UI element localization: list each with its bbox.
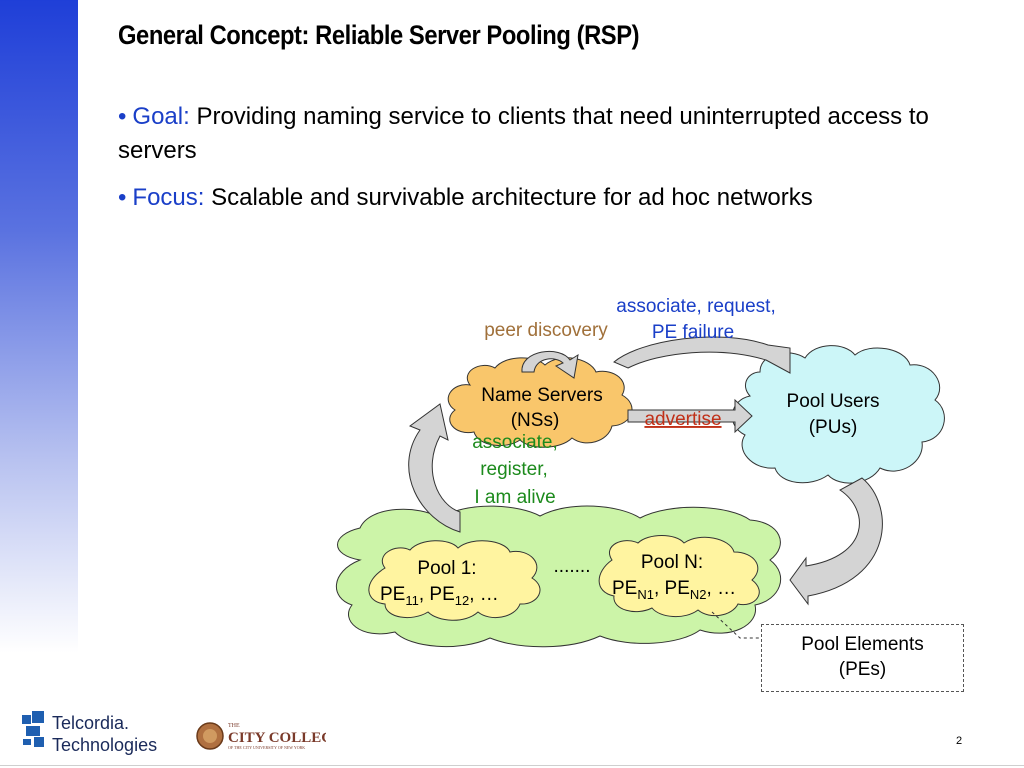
college-the: THE xyxy=(228,723,240,729)
bullet-dot: • xyxy=(118,184,127,211)
bullet-text-goal: Providing naming service to clients that… xyxy=(118,103,929,164)
poolN-label-1: Pool N: xyxy=(641,552,703,573)
bullet-focus: •Focus: Scalable and survivable architec… xyxy=(118,181,978,215)
pool1-pe-a: PE xyxy=(380,584,405,605)
peer-discovery-arrow xyxy=(521,351,579,379)
bullet-keyword-focus: Focus: xyxy=(132,184,205,211)
bullet-dot: • xyxy=(118,103,127,130)
request-label-2: PE failure xyxy=(652,322,734,343)
advertise-label: advertise xyxy=(644,409,721,430)
pool-users-cloud xyxy=(731,345,945,484)
telcordia-mark-icon xyxy=(22,711,44,747)
bullet-goal: •Goal: Providing naming service to clien… xyxy=(118,100,978,168)
poolN-sub1: N1 xyxy=(637,587,654,602)
telcordia-text-1: Telcordia. xyxy=(52,713,129,733)
pu-to-pool-arrow xyxy=(789,477,883,606)
advertise-arrow xyxy=(627,398,753,434)
pool-users-label-2: (PUs) xyxy=(809,417,858,438)
request-label-1: associate, request, xyxy=(616,296,775,317)
name-servers-label-2: (NSs) xyxy=(511,410,560,431)
register-label-1: associate, xyxy=(472,432,558,453)
pe-leader-line xyxy=(711,611,762,639)
pool1-cloud xyxy=(368,540,541,621)
pool1-label-1: Pool 1: xyxy=(417,558,476,579)
telcordia-logo: Telcordia. Technologies xyxy=(22,711,157,755)
peer-discovery-label: peer discovery xyxy=(484,320,608,341)
poolN-pe-a: PE xyxy=(612,578,637,599)
pool1-tail: , … xyxy=(469,584,499,605)
pool-users-label-1: Pool Users xyxy=(787,391,880,412)
pool-ellipsis: ....... xyxy=(554,556,591,577)
request-arrow xyxy=(613,336,791,374)
college-name: CITY COLLEGE xyxy=(228,730,326,746)
bullet-keyword-goal: Goal: xyxy=(132,103,190,130)
register-label-2: register, xyxy=(480,459,548,480)
poolN-sub2: N2 xyxy=(690,587,707,602)
poolN-cloud xyxy=(598,535,760,617)
pool1-sub1: 11 xyxy=(405,593,419,608)
slide-title: General Concept: Reliable Server Pooling… xyxy=(118,20,640,50)
sidebar-gradient xyxy=(0,0,78,768)
pool-elements-box: Pool Elements (PEs) xyxy=(761,624,964,692)
college-sub: OF THE CITY UNIVERSITY OF NEW YORK xyxy=(228,745,305,750)
pool-elements-label-2: (PEs) xyxy=(838,659,887,680)
poolN-tail: , … xyxy=(707,578,737,599)
telcordia-text-2: Technologies xyxy=(52,735,157,755)
register-arrow xyxy=(408,403,461,533)
pool-elements-label-1: Pool Elements xyxy=(801,634,924,655)
pool1-sep: , PE xyxy=(419,584,455,605)
pool1-sub2: 12 xyxy=(455,593,469,608)
register-label-3: I am alive xyxy=(474,487,555,508)
city-college-logo: THE CITY COLLEGE OF THE CITY UNIVERSITY … xyxy=(196,722,326,750)
pool1-label-2: PE11, PE12, … xyxy=(380,584,499,608)
name-servers-label-1: Name Servers xyxy=(481,385,602,406)
bullet-text-focus: Scalable and survivable architecture for… xyxy=(204,184,813,211)
poolN-sep: , PE xyxy=(654,578,690,599)
page-number: 2 xyxy=(956,735,963,747)
poolN-label-2: PEN1, PEN2, … xyxy=(612,578,736,602)
footer-divider xyxy=(0,765,1024,766)
